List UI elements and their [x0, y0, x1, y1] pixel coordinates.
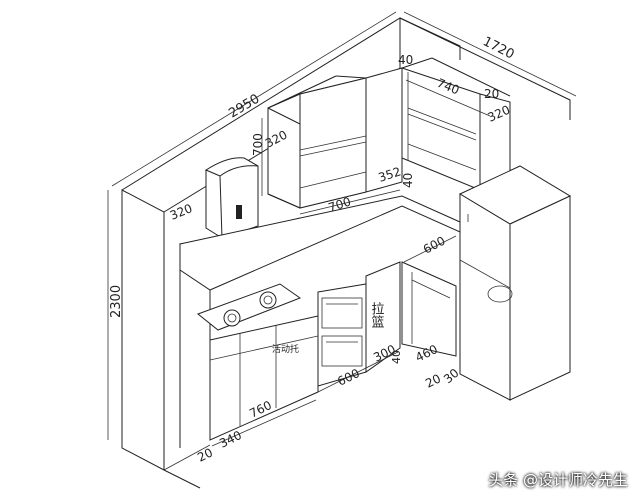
base-cabinets-left [209, 261, 401, 441]
base-cabinets-right [401, 261, 457, 357]
dim-wall-height: 700 [251, 133, 265, 156]
dim-base-40: 40 [390, 350, 403, 364]
dim-fridge-600: 600 [421, 234, 448, 257]
dim-total-length: 2950 [226, 92, 262, 122]
basket-label: 拉篮 [369, 302, 385, 328]
dim-base-20b: 20 [423, 371, 443, 390]
dim-span-700: 700 [327, 194, 353, 214]
dim-base-30: 30 [441, 366, 462, 387]
dim-cab-20: 20 [484, 87, 499, 101]
dimension-lines [107, 11, 577, 447]
dim-span-352: 352 [377, 164, 403, 184]
dim-cab-top-40: 40 [398, 53, 413, 67]
part-labels: 拉篮 活动托 [272, 302, 384, 355]
gas-stove [196, 283, 302, 331]
upper-cabinets-right [401, 57, 511, 191]
refrigerator [458, 165, 572, 401]
dim-height: 2300 [109, 285, 124, 318]
upper-cabinets-left [267, 67, 403, 209]
watermark: 头条 @设计师冷先生 [488, 471, 628, 489]
movable-tray-label: 活动托 [272, 343, 299, 355]
dim-span-40b: 40 [401, 173, 415, 188]
dim-base-20: 20 [195, 445, 215, 464]
dim-hood-320: 320 [168, 201, 194, 223]
